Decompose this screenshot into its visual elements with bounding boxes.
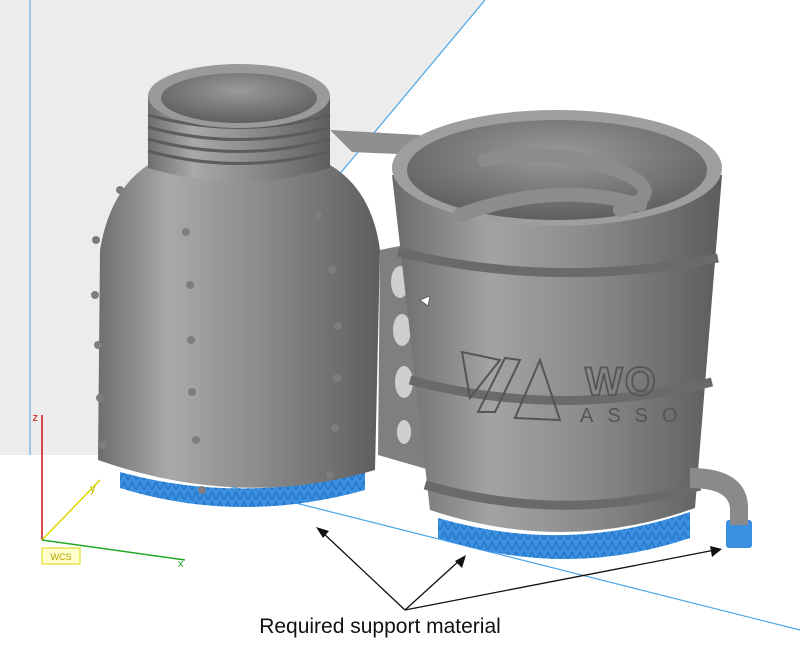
- logo-subword: ASSO: [580, 405, 692, 427]
- support-annotation: Required support material: [259, 527, 722, 638]
- cup-model[interactable]: WO ASSO: [392, 110, 748, 533]
- bracket-holes: [391, 266, 413, 444]
- annotation-caption: Required support material: [259, 615, 501, 638]
- cup-opening: [407, 120, 707, 220]
- origin-badge-label: WCS: [51, 552, 72, 562]
- bottle-model[interactable]: [91, 64, 380, 494]
- spout-support: [726, 520, 752, 548]
- logo-word: WO: [585, 360, 658, 404]
- z-axis-label: z: [33, 412, 39, 424]
- cursor-marker: [419, 295, 431, 307]
- origin-badge[interactable]: [41, 547, 81, 565]
- cup-bands: [396, 247, 719, 510]
- axis-triad: z y x WCS: [33, 412, 186, 570]
- bottle-support-teeth: [120, 472, 365, 508]
- cup-inner-coil: [453, 148, 652, 222]
- support-material: [120, 472, 752, 559]
- build-plate: [0, 455, 800, 658]
- cup-spout: [690, 468, 748, 525]
- bottle-body: [98, 140, 380, 488]
- cup-logo: WO ASSO: [460, 350, 692, 427]
- x-axis-line: [41, 539, 186, 561]
- y-axis-line: [41, 479, 101, 541]
- bottle-rivets: [91, 186, 342, 494]
- y-axis-label: y: [90, 483, 96, 495]
- cup-body: [392, 175, 722, 533]
- cup-support-teeth: [438, 512, 690, 559]
- bottle-opening: [161, 73, 317, 123]
- bottle-threads: [147, 113, 331, 165]
- x-axis-label: x: [178, 558, 184, 570]
